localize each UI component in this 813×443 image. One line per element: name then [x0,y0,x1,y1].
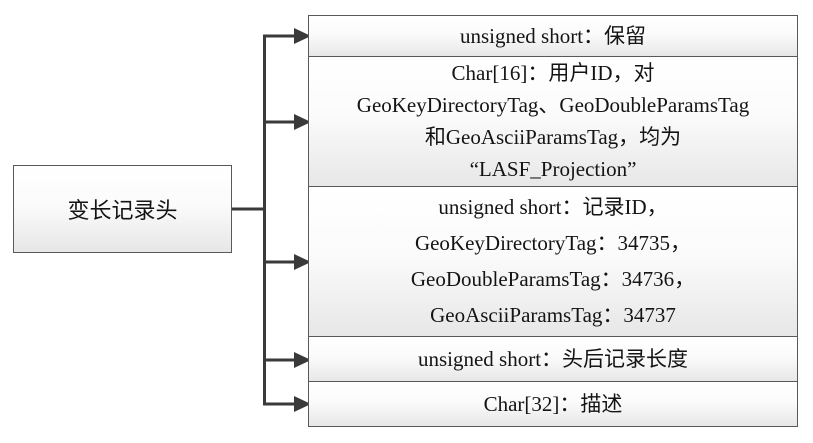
field-box-user-id-text: Char[16]：用户ID，对 GeoKeyDirectoryTag、GeoDo… [356,61,750,182]
field-box-record-id: unsigned short：记录ID， GeoKeyDirectoryTag：… [308,185,798,337]
arrowhead-icon-5 [294,396,311,412]
field-box-record-length: unsigned short：头后记录长度 [308,335,798,382]
arrowhead-icon-2 [294,114,311,130]
field-box-record-id-text: unsigned short：记录ID， GeoKeyDirectoryTag：… [410,195,696,328]
root-node-label: 变长记录头 [67,198,178,223]
root-node-variable-length-record-header: 变长记录头 [13,165,232,253]
arrowhead-icon-3 [294,254,311,270]
field-box-user-id: Char[16]：用户ID，对 GeoKeyDirectoryTag、GeoDo… [308,55,798,187]
field-box-description: Char[32]：描述 [308,380,798,427]
arrowhead-icon-1 [294,28,311,44]
arrowhead-icon-4 [294,352,311,368]
field-box-record-length-text: unsigned short：头后记录长度 [417,346,689,371]
field-box-reserved-text: unsigned short：保留 [459,24,647,48]
field-box-reserved: unsigned short：保留 [308,15,798,57]
field-box-description-text: Char[32]：描述 [483,391,623,416]
